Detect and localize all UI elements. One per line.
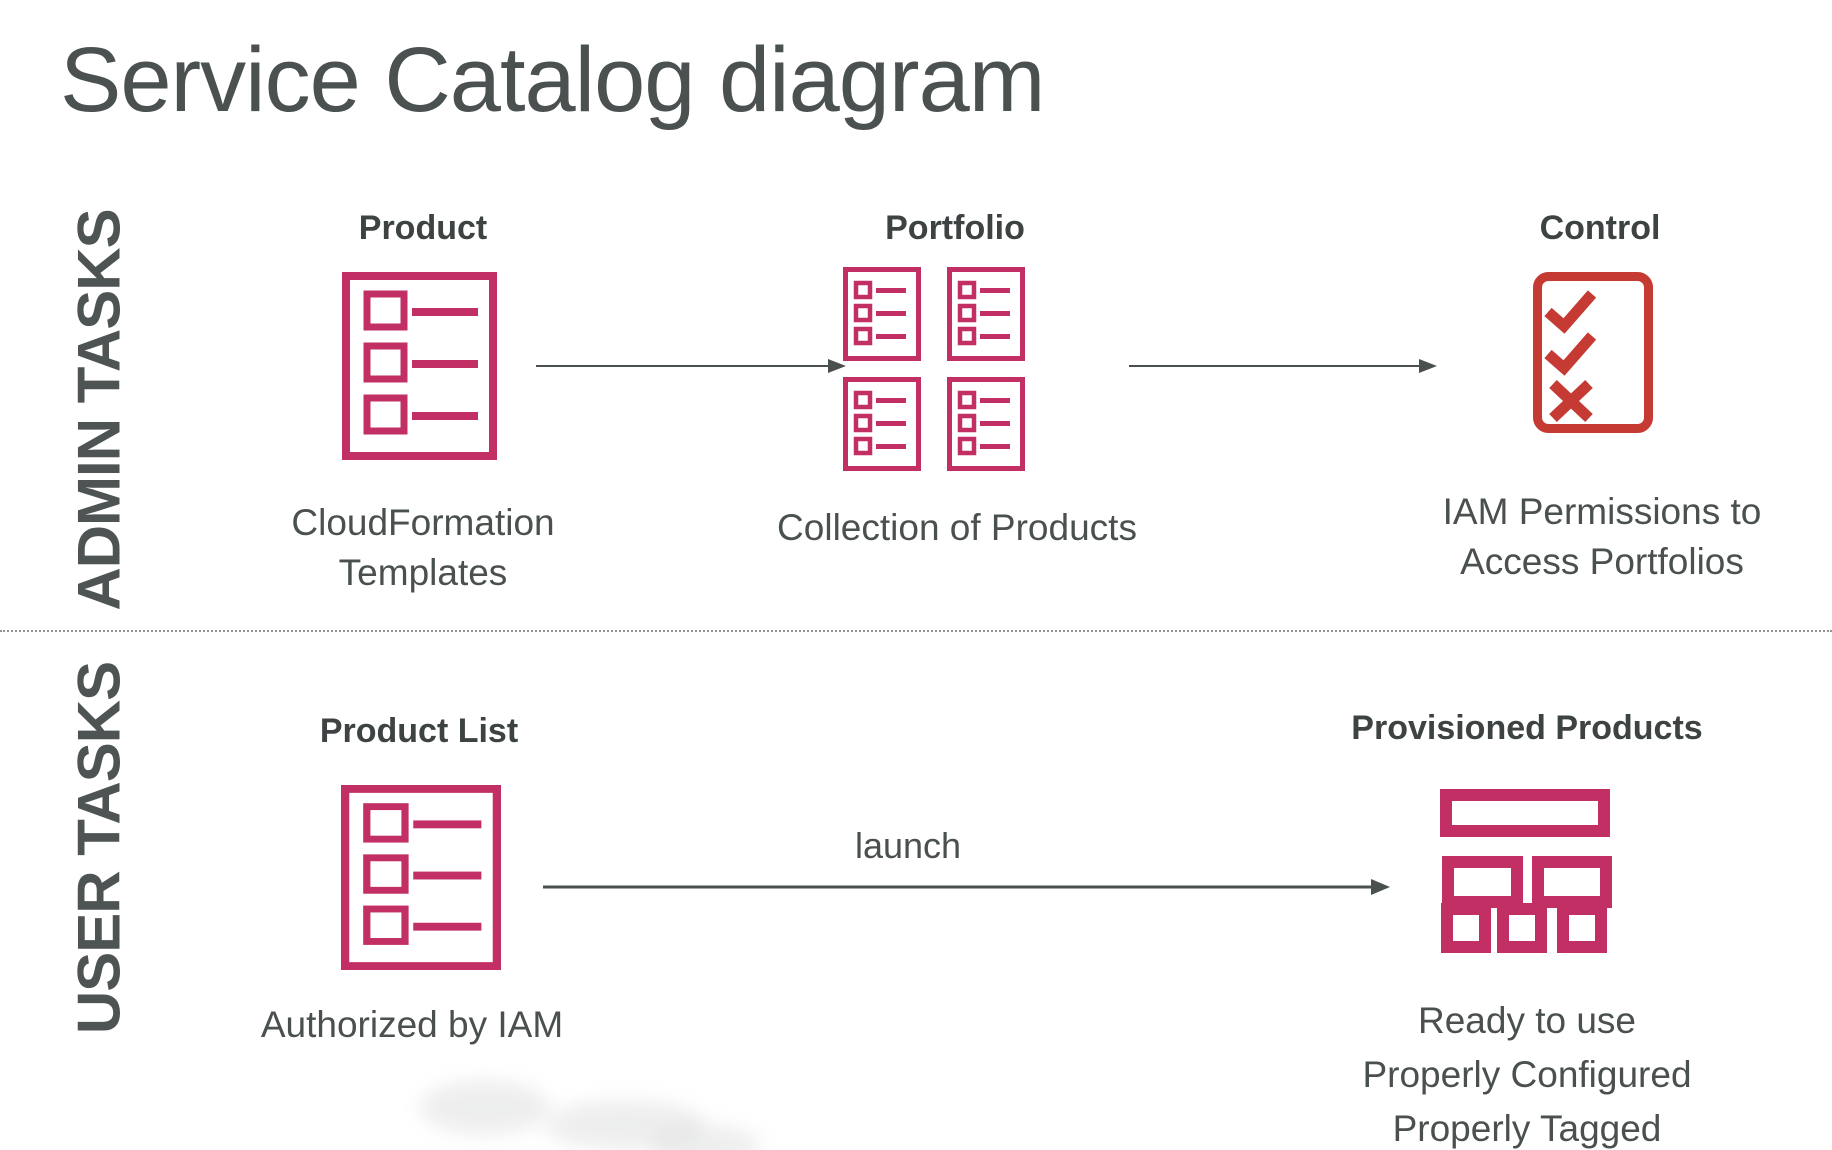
control-caption: IAM Permissions to Access Portfolios: [1443, 487, 1762, 587]
portfolio-mini-document-icon: [947, 267, 1025, 361]
portfolio-mini-document-icon: [947, 377, 1025, 471]
page-title: Service Catalog diagram: [60, 29, 1045, 131]
checkmark-icon: [1544, 290, 1597, 334]
provisioned-caption: Ready to use Properly Configured Properl…: [1362, 994, 1691, 1150]
product-caption-line1: CloudFormation: [291, 502, 555, 543]
smudge-artifact: [545, 1100, 705, 1150]
control-label: Control: [1539, 209, 1661, 247]
smudge-artifact: [650, 1125, 760, 1150]
product-label: Product: [358, 209, 488, 247]
provisioned-blocks-icon: [1440, 789, 1612, 953]
product-list-caption-line1: Authorized by IAM: [260, 1004, 564, 1045]
control-caption-line1: IAM Permissions to: [1442, 491, 1762, 532]
x-mark-icon: [1549, 380, 1593, 422]
provisioned-caption-line2: Properly Configured: [1362, 1054, 1692, 1095]
portfolio-mini-document-icon: [843, 377, 921, 471]
product-list-document-icon: [341, 785, 501, 970]
provisioned-products-label: Provisioned Products: [1351, 709, 1703, 747]
arrow-product-to-portfolio: [536, 359, 846, 373]
product-list-document-icon: [342, 272, 497, 460]
product-list-caption: Authorized by IAM: [261, 1000, 563, 1050]
arrow-portfolio-to-control: [1129, 359, 1437, 373]
portfolio-caption: Collection of Products: [777, 503, 1137, 553]
provisioned-caption-line1: Ready to use: [1417, 1000, 1637, 1041]
smudge-artifact: [420, 1080, 550, 1135]
product-caption-line2: Templates: [338, 552, 508, 593]
checkmark-icon: [1544, 332, 1597, 376]
control-checklist-icon: [1533, 272, 1653, 433]
arrow-launch: [543, 879, 1390, 895]
provisioned-caption-line3: Properly Tagged: [1392, 1108, 1662, 1149]
user-tasks-side-label: USER TASKS: [65, 661, 133, 1035]
portfolio-label: Portfolio: [885, 209, 1025, 247]
control-caption-line2: Access Portfolios: [1460, 541, 1744, 582]
admin-tasks-side-label: ADMIN TASKS: [65, 209, 133, 611]
launch-arrow-label: launch: [854, 825, 962, 866]
portfolio-grid-icon: [843, 267, 1025, 471]
product-list-label: Product List: [319, 712, 519, 750]
product-caption: CloudFormation Templates: [291, 498, 554, 598]
portfolio-caption-line1: Collection of Products: [777, 507, 1137, 548]
section-divider: [0, 630, 1832, 632]
portfolio-mini-document-icon: [843, 267, 921, 361]
